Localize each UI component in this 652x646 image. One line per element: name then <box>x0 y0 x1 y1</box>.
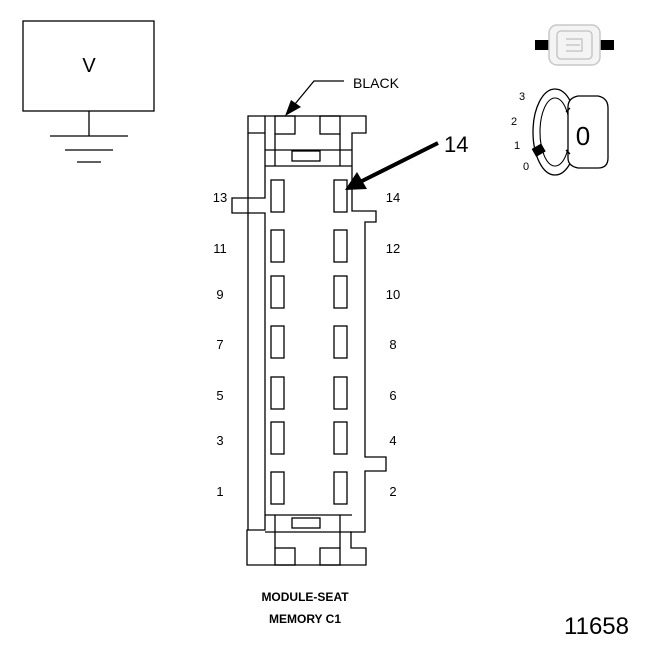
pin-label-10: 10 <box>386 287 400 302</box>
figure-number: 11658 <box>564 613 629 640</box>
pin-label-7: 7 <box>216 337 223 352</box>
cavity-5 <box>270 376 285 410</box>
cavity-12 <box>333 229 348 263</box>
pin-label-12: 12 <box>386 241 400 256</box>
pin-label-11: 11 <box>213 241 227 256</box>
pin-label-2: 2 <box>389 484 396 499</box>
connector-name-line1: MODULE-SEAT <box>261 590 349 604</box>
cavity-11 <box>270 229 285 263</box>
cavity-7 <box>270 325 285 359</box>
key-position-label: 0 <box>576 121 590 151</box>
cavity-13 <box>270 179 285 213</box>
cavity-10 <box>333 275 348 309</box>
connector-color-label: BLACK <box>353 75 400 91</box>
bottom-latch <box>265 514 352 566</box>
pin-label-13: 13 <box>213 190 227 205</box>
ignition-position-1: 1 <box>514 140 520 152</box>
top-latch <box>265 115 352 167</box>
color-callout: BLACK <box>285 75 400 116</box>
pin-label-14: 14 <box>386 190 400 205</box>
pin-label-6: 6 <box>389 388 396 403</box>
pin-labels-left: 13 11 9 7 5 3 1 <box>213 190 227 499</box>
cavity-6 <box>333 376 348 410</box>
cavity-1 <box>270 471 285 505</box>
pin-labels-right: 14 12 10 8 6 4 2 <box>386 190 400 499</box>
pin-label-5: 5 <box>216 388 223 403</box>
ignition-position-2: 2 <box>511 116 517 128</box>
meter-label: V <box>82 55 96 77</box>
connector-name-line2: MEMORY C1 <box>269 612 341 626</box>
ignition-position-3: 3 <box>519 91 525 103</box>
pin-label-1: 1 <box>216 484 223 499</box>
cavity-2 <box>333 471 348 505</box>
cavity-4 <box>333 421 348 455</box>
callout-pin-label: 14 <box>444 132 468 157</box>
cavity-3 <box>270 421 285 455</box>
voltmeter-icon: V <box>22 20 155 163</box>
ignition-switch-icon: 0 3 2 1 0 <box>511 88 609 176</box>
pin-callout-arrow: 14 <box>345 132 468 190</box>
pin-label-3: 3 <box>216 433 223 448</box>
fuse-icon <box>535 24 614 66</box>
cavity-9 <box>270 275 285 309</box>
ignition-position-0: 0 <box>523 161 529 173</box>
pin-label-8: 8 <box>389 337 396 352</box>
pin-label-4: 4 <box>389 433 396 448</box>
terminal-cavities <box>270 179 348 505</box>
cavity-8 <box>333 325 348 359</box>
cavity-14 <box>333 179 348 213</box>
pin-label-9: 9 <box>216 287 223 302</box>
connector-body <box>231 115 387 566</box>
